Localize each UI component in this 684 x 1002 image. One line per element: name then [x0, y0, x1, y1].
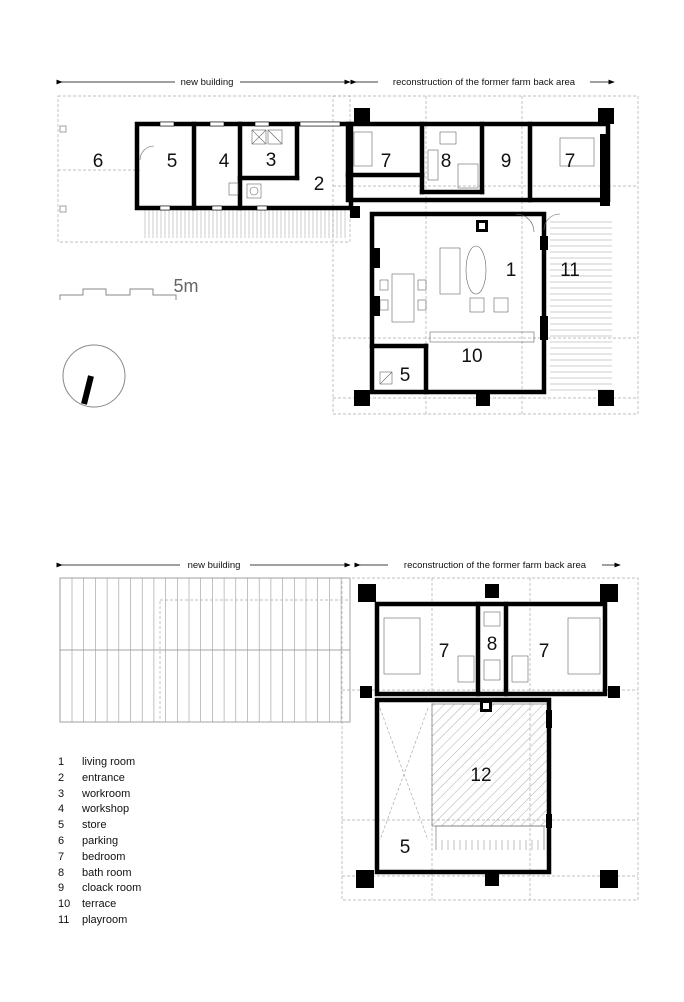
legend-item: 11 playroom	[58, 913, 141, 929]
room-3-number: 3	[266, 150, 277, 171]
legend-item-label: workshop	[82, 803, 130, 816]
legend-item-label: terrace	[82, 898, 117, 911]
legend-item-number: 11	[58, 913, 70, 926]
legend-item: 3 workroom	[58, 787, 141, 803]
legend-item-number: 9	[58, 882, 65, 895]
ground-deck-strip	[144, 210, 346, 238]
ground-floor-plan: new building reconstruction of the forme…	[56, 77, 639, 415]
room-8b-number: 8	[487, 634, 498, 655]
legend-item: 2 entrance	[58, 771, 141, 787]
upper-walls	[356, 584, 620, 888]
legend-item: 6 parking	[58, 834, 141, 850]
room-5b-number: 5	[400, 365, 411, 386]
scale-bar-label: 5m	[173, 276, 198, 296]
room-11-number: 11	[560, 260, 580, 281]
room-12-number: 12	[470, 765, 491, 786]
legend-item-number: 4	[58, 803, 65, 816]
upper-section-label-reconstruction: reconstruction of the former farm back a…	[404, 560, 587, 571]
legend-item: 7 bedroom	[58, 850, 141, 866]
new-building-roof	[59, 577, 351, 723]
legend-item-number: 3	[58, 787, 65, 800]
room-2-number: 2	[314, 174, 325, 195]
legend-item-label: cloack room	[82, 882, 142, 895]
legend-item-label: workroom	[82, 787, 131, 800]
ground-section-label-reconstruction: reconstruction of the former farm back a…	[393, 77, 576, 88]
room-6-number: 6	[93, 151, 104, 172]
legend-item-number: 1	[58, 756, 65, 768]
legend-item-label: parking	[82, 834, 119, 847]
legend-item-label: bath room	[82, 866, 132, 879]
room-7b-number: 7	[565, 151, 576, 172]
legend-item-label: entrance	[82, 771, 125, 784]
legend-item-number: 2	[58, 771, 65, 784]
room-5c-number: 5	[400, 837, 411, 858]
legend-item-label: playroom	[82, 913, 128, 926]
legend-item: 9 cloack room	[58, 881, 141, 897]
legend-item: 5 store	[58, 818, 141, 834]
legend-item-label: store	[82, 819, 107, 832]
ground-section-label-new-building: new building	[181, 77, 234, 88]
upper-floor-plan: new building reconstruction of the forme…	[56, 560, 639, 901]
legend-item-label: bedroom	[82, 850, 126, 863]
legend-item-number: 6	[58, 834, 65, 847]
room-legend: 1 living room 2 entrance 3 workroom 4 workshop 5…	[58, 755, 141, 929]
ground-walls-reconstruction	[345, 108, 614, 406]
room-7-number: 7	[381, 151, 392, 172]
legend-item-label: living room	[82, 756, 136, 768]
playroom-deck	[550, 221, 612, 391]
room-5-number: 5	[167, 151, 178, 172]
room-9-number: 9	[501, 151, 512, 172]
room-8-number: 8	[441, 151, 452, 172]
legend-item-number: 10	[58, 898, 71, 911]
legend-item: 1 living room	[58, 755, 141, 771]
legend-item: 10 terrace	[58, 897, 141, 913]
ground-walls-new-building	[134, 121, 354, 211]
room-4-number: 4	[219, 151, 230, 172]
north-arrow-icon	[62, 344, 126, 408]
room-1-number: 1	[506, 260, 517, 281]
legend-item: 8 bath room	[58, 866, 141, 882]
room-7c-number: 7	[439, 641, 450, 662]
legend-item-number: 8	[58, 866, 65, 879]
upper-section-label-new-building: new building	[188, 560, 241, 571]
scale-bar: 5m	[59, 276, 199, 300]
legend-item: 4 workshop	[58, 802, 141, 818]
legend-item-number: 7	[58, 850, 65, 863]
room-7d-number: 7	[539, 641, 550, 662]
room-10-number: 10	[461, 346, 482, 367]
legend-item-number: 5	[58, 819, 65, 832]
